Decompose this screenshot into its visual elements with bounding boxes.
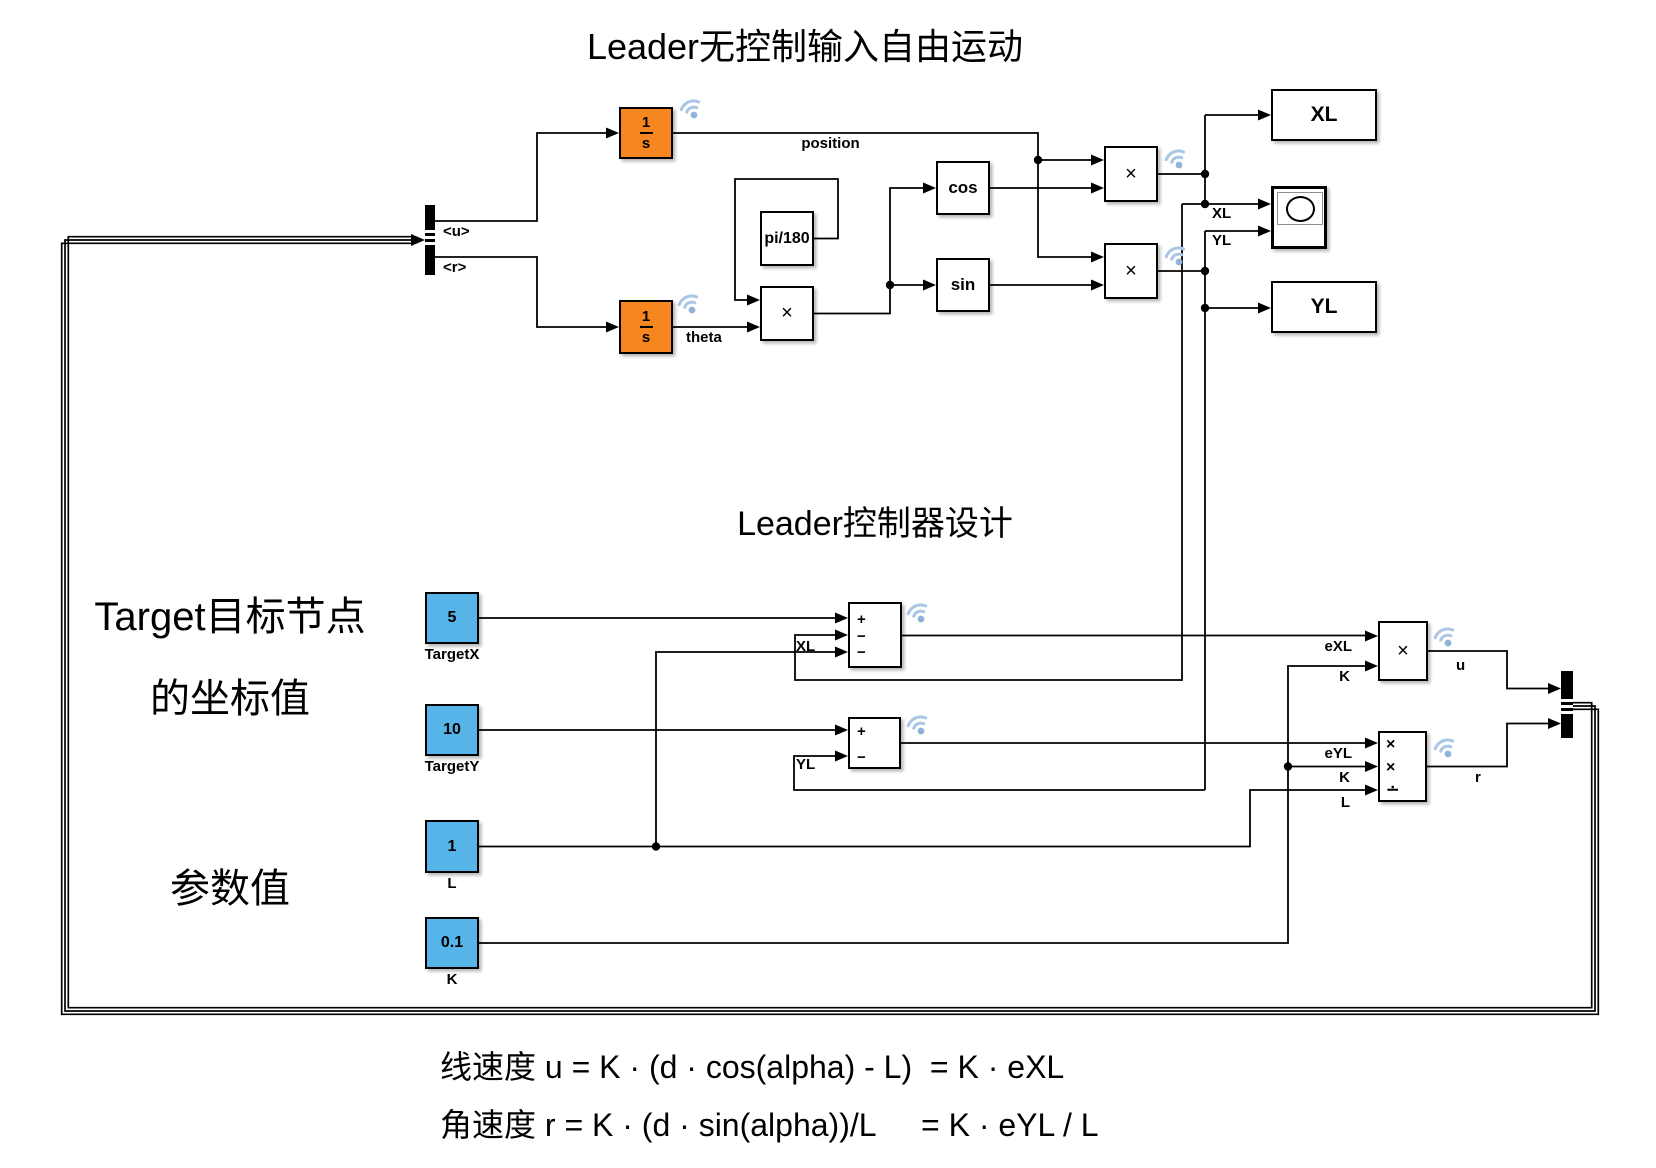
theta-signal-label: theta xyxy=(686,329,722,346)
bus-selector-notch xyxy=(425,230,435,233)
annotation-target-node-line1: Target目标节点 xyxy=(94,595,366,639)
mux-notch xyxy=(1561,705,1573,708)
scope-circle-icon xyxy=(1285,195,1315,222)
sum-x-feedback-label: XL xyxy=(796,638,816,655)
mux-notch xyxy=(1561,711,1573,714)
feedback-bus-wire xyxy=(60,235,1600,1016)
eyl-signal-label: eYL xyxy=(1324,745,1352,762)
product-y-block[interactable]: × xyxy=(1104,243,1158,299)
sum-y-feedback-label: YL xyxy=(796,756,816,773)
signal-logging-badge[interactable] xyxy=(1432,624,1464,654)
signal-wires xyxy=(435,114,1549,944)
outport-yl-block[interactable]: YL xyxy=(1271,281,1377,333)
sum-x-block[interactable]: + − − xyxy=(848,602,902,668)
frac-denominator: s xyxy=(641,329,651,346)
constant-value: 10 xyxy=(443,721,461,738)
sin-block[interactable]: sin xyxy=(936,258,990,312)
sin-label: sin xyxy=(950,275,976,294)
multiply-symbol: × xyxy=(1386,759,1396,776)
constant-targety-block[interactable]: 10 xyxy=(425,704,479,756)
u-signal-label: u xyxy=(1456,657,1466,674)
l-input-r-label: L xyxy=(1340,794,1350,811)
annotation-equation-u: 线速度 u = K · (d · cos(alpha) - L) = K · e… xyxy=(440,1049,1065,1085)
annotation-controller-title: Leader控制器设计 xyxy=(737,505,1013,543)
frac-bar xyxy=(639,326,653,328)
multiply-symbol: × xyxy=(1125,162,1137,185)
product-x-block[interactable]: × xyxy=(1104,146,1158,202)
bus-selector-block[interactable] xyxy=(425,205,435,275)
product-u-block[interactable]: × xyxy=(1378,621,1428,681)
multiply-symbol: × xyxy=(1125,259,1137,282)
constant-l-block[interactable]: 1 xyxy=(425,820,479,873)
sum-plus-sign: + xyxy=(857,723,866,740)
scope-xl-input-label: XL xyxy=(1212,205,1232,222)
product-divide-r-block[interactable]: × × ∸ xyxy=(1378,731,1427,802)
sum-plus-sign: + xyxy=(857,611,866,628)
frac-numerator: 1 xyxy=(641,114,651,131)
outport-xl-block[interactable]: XL xyxy=(1271,89,1377,141)
xy-graph-scope-block[interactable] xyxy=(1271,186,1327,249)
sum-minus-sign: − xyxy=(857,749,866,766)
r-signal-label: r xyxy=(1475,769,1481,786)
frac-numerator: 1 xyxy=(641,308,651,325)
mux-block[interactable] xyxy=(1561,671,1573,738)
constant-k-name: K xyxy=(446,971,458,988)
frac-bar xyxy=(639,132,653,134)
multiply-symbol: × xyxy=(1397,639,1409,662)
wire-arrowheads xyxy=(411,109,1561,796)
bus-selector-notch xyxy=(425,236,435,239)
integrator-fraction: 1 s xyxy=(639,308,653,346)
cos-block[interactable]: cos xyxy=(936,161,990,215)
bus-signal-r-label: <r> xyxy=(443,259,467,276)
constant-value: 5 xyxy=(447,609,457,626)
signal-logging-badge[interactable] xyxy=(905,712,937,742)
wire-junction-dots xyxy=(651,155,1293,851)
signal-logging-badge[interactable] xyxy=(678,96,710,126)
constant-targety-name: TargetY xyxy=(424,758,480,775)
sum-y-block[interactable]: + − xyxy=(848,717,901,769)
cos-label: cos xyxy=(948,178,978,197)
divide-symbol: ∸ xyxy=(1386,782,1400,799)
exl-signal-label: eXL xyxy=(1324,638,1352,655)
multiply-symbol: × xyxy=(1386,736,1396,753)
constant-value: 1 xyxy=(447,837,457,855)
mux-notch xyxy=(1561,699,1573,702)
constant-targetx-block[interactable]: 5 xyxy=(425,592,479,644)
scope-yl-input-label: YL xyxy=(1212,232,1232,249)
k-input-r-label: K xyxy=(1339,769,1350,786)
bus-signal-u-label: <u> xyxy=(443,223,470,240)
signal-logging-badge[interactable] xyxy=(905,600,937,630)
outport-xl-label: XL xyxy=(1310,103,1338,126)
constant-k-block[interactable]: 0.1 xyxy=(425,917,479,969)
constant-l-name: L xyxy=(447,875,457,892)
pi-180-constant-block[interactable]: pi/180 xyxy=(760,211,814,266)
k-input-u-label: K xyxy=(1339,668,1350,685)
constant-value: 0.1 xyxy=(440,934,464,951)
integrator-theta-block[interactable]: 1 s xyxy=(619,300,673,354)
multiply-symbol: × xyxy=(781,302,793,324)
annotation-target-node-line2: 的坐标值 xyxy=(150,677,310,721)
bus-selector-notch xyxy=(425,242,435,245)
scope-screen xyxy=(1277,192,1323,225)
constant-targetx-name: TargetX xyxy=(424,646,480,663)
integrator-fraction: 1 s xyxy=(639,114,653,152)
annotation-params-title: 参数值 xyxy=(170,867,290,911)
pi-180-label: pi/180 xyxy=(764,229,810,247)
signal-logging-badge[interactable] xyxy=(1432,735,1464,765)
signal-logging-badge[interactable] xyxy=(1163,243,1195,273)
annotation-free-motion-title: Leader无控制输入自由运动 xyxy=(586,26,1024,67)
signal-logging-badge[interactable] xyxy=(676,291,708,321)
sum-minus-sign: − xyxy=(857,628,866,645)
annotation-equation-r: 角速度 r = K · (d · sin(alpha))/L = K · eYL… xyxy=(440,1107,1099,1143)
product-theta-block[interactable]: × xyxy=(760,286,814,341)
sum-minus-sign: − xyxy=(857,644,866,661)
frac-denominator: s xyxy=(641,135,651,152)
position-signal-label: position xyxy=(801,135,860,152)
outport-yl-label: YL xyxy=(1310,295,1338,318)
signal-logging-badge[interactable] xyxy=(1163,146,1195,176)
integrator-u-block[interactable]: 1 s xyxy=(619,107,673,159)
